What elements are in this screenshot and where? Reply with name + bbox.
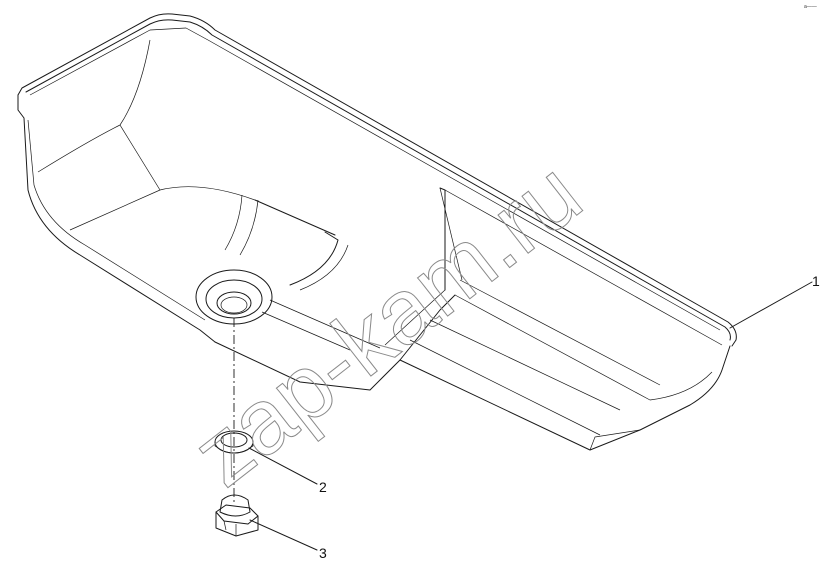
drain-plug (215, 494, 259, 537)
leader-1 (729, 281, 813, 329)
callout-1: 1 (812, 273, 820, 289)
oil-pan-flange-outer (17, 13, 737, 347)
oil-pan (17, 13, 737, 451)
callout-3: 3 (319, 545, 327, 561)
drain-boss (195, 269, 273, 325)
corner-mark: a—— (804, 4, 817, 10)
callout-2: 2 (319, 479, 327, 495)
oil-pan-flange-line (29, 27, 721, 331)
leader-2 (248, 447, 318, 485)
sealing-washer (214, 430, 254, 454)
leader-lines (248, 281, 813, 551)
oil-pan-flange-inner (25, 19, 731, 341)
leader-3 (249, 519, 318, 551)
oil-pan-right-bottom (399, 345, 731, 451)
oil-pan-left-wall (17, 94, 216, 343)
